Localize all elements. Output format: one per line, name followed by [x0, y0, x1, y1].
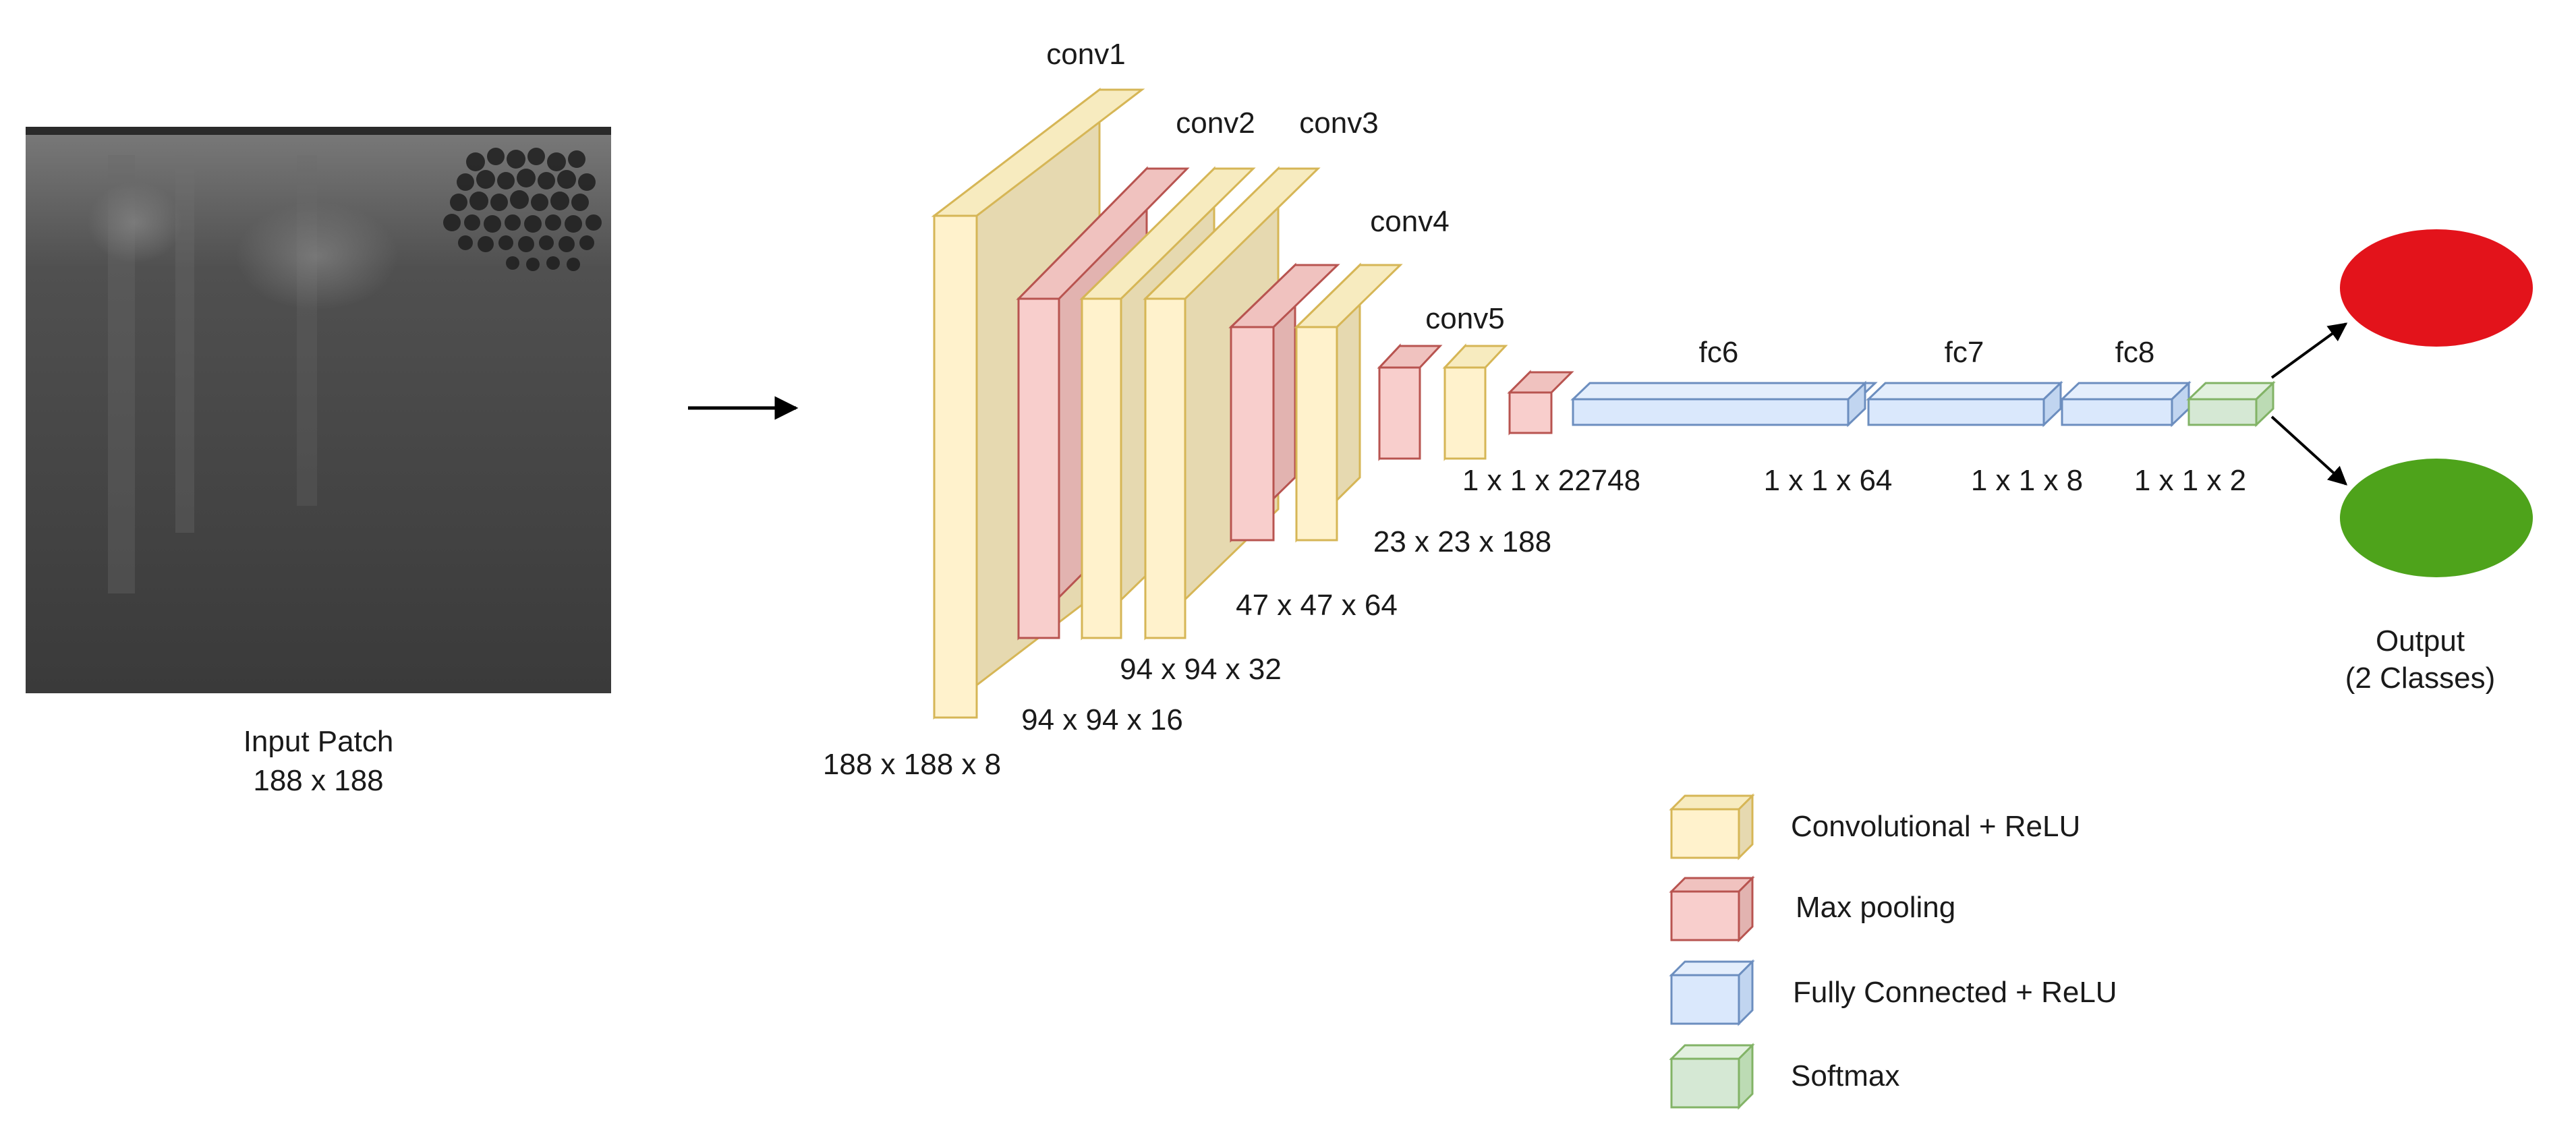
cell-cluster: [443, 148, 602, 271]
label-conv2: conv2: [1176, 107, 1255, 140]
dim-fc7: 1 x 1 x 8: [1971, 464, 2083, 497]
input-patch-size: 188 x 188: [253, 764, 383, 797]
fc8-block: [2059, 380, 2192, 428]
label-conv1: conv1: [1046, 38, 1125, 71]
input-patch-image: [26, 127, 611, 693]
dim-pool1: 94 x 94 x 16: [1021, 703, 1183, 736]
legend-softmax-swatch: [1669, 1043, 1755, 1110]
pool2-block: [1228, 262, 1340, 543]
input-patch-title: Input Patch: [244, 725, 394, 758]
dim-conv3: 94 x 94 x 32: [1120, 653, 1282, 686]
output-label: Output: [2376, 624, 2465, 658]
legend: Convolutional + ReLU Max pooling Fully C…: [1669, 793, 2117, 1110]
legend-conv-label: Convolutional + ReLU: [1791, 810, 2080, 843]
fc7-block: [1866, 380, 2063, 428]
dim-conv5: 23 x 23 x 188: [1373, 525, 1551, 558]
label-fc7: fc7: [1945, 336, 1984, 369]
label-conv4: conv4: [1370, 205, 1449, 238]
label-conv3: conv3: [1299, 107, 1378, 140]
legend-fc-label: Fully Connected + ReLU: [1793, 976, 2117, 1009]
pool3-block: [1377, 343, 1443, 461]
output-class-green: [2340, 459, 2533, 577]
dim-fc8: 1 x 1 x 2: [2134, 464, 2246, 497]
legend-conv-swatch: [1669, 793, 1755, 861]
label-fc8: fc8: [2115, 336, 2155, 369]
dim-conv1: 188 x 188 x 8: [823, 748, 1001, 781]
dim-fc6: 1 x 1 x 64: [1764, 464, 1893, 497]
legend-softmax-label: Softmax: [1791, 1059, 1899, 1092]
softmax-block: [2186, 380, 2276, 428]
output-arrow-bottom: [2270, 415, 2348, 486]
fc6-block: [1570, 380, 1878, 428]
label-conv5: conv5: [1425, 302, 1504, 335]
pool4-block: [1507, 370, 1574, 436]
conv5-block: [1442, 343, 1508, 461]
dim-conv4: 47 x 47 x 64: [1236, 589, 1398, 622]
dim-flatten: 1 x 1 x 22748: [1462, 464, 1640, 497]
output-class-red: [2340, 229, 2533, 347]
conv4-block: [1294, 262, 1403, 543]
output-classes-label: (2 Classes): [2345, 662, 2496, 695]
legend-pool-label: Max pooling: [1796, 891, 1955, 924]
output-arrow-top: [2270, 322, 2348, 379]
label-fc6: fc6: [1699, 336, 1739, 369]
legend-fc-swatch: [1669, 959, 1755, 1026]
legend-pool-swatch: [1669, 875, 1755, 943]
